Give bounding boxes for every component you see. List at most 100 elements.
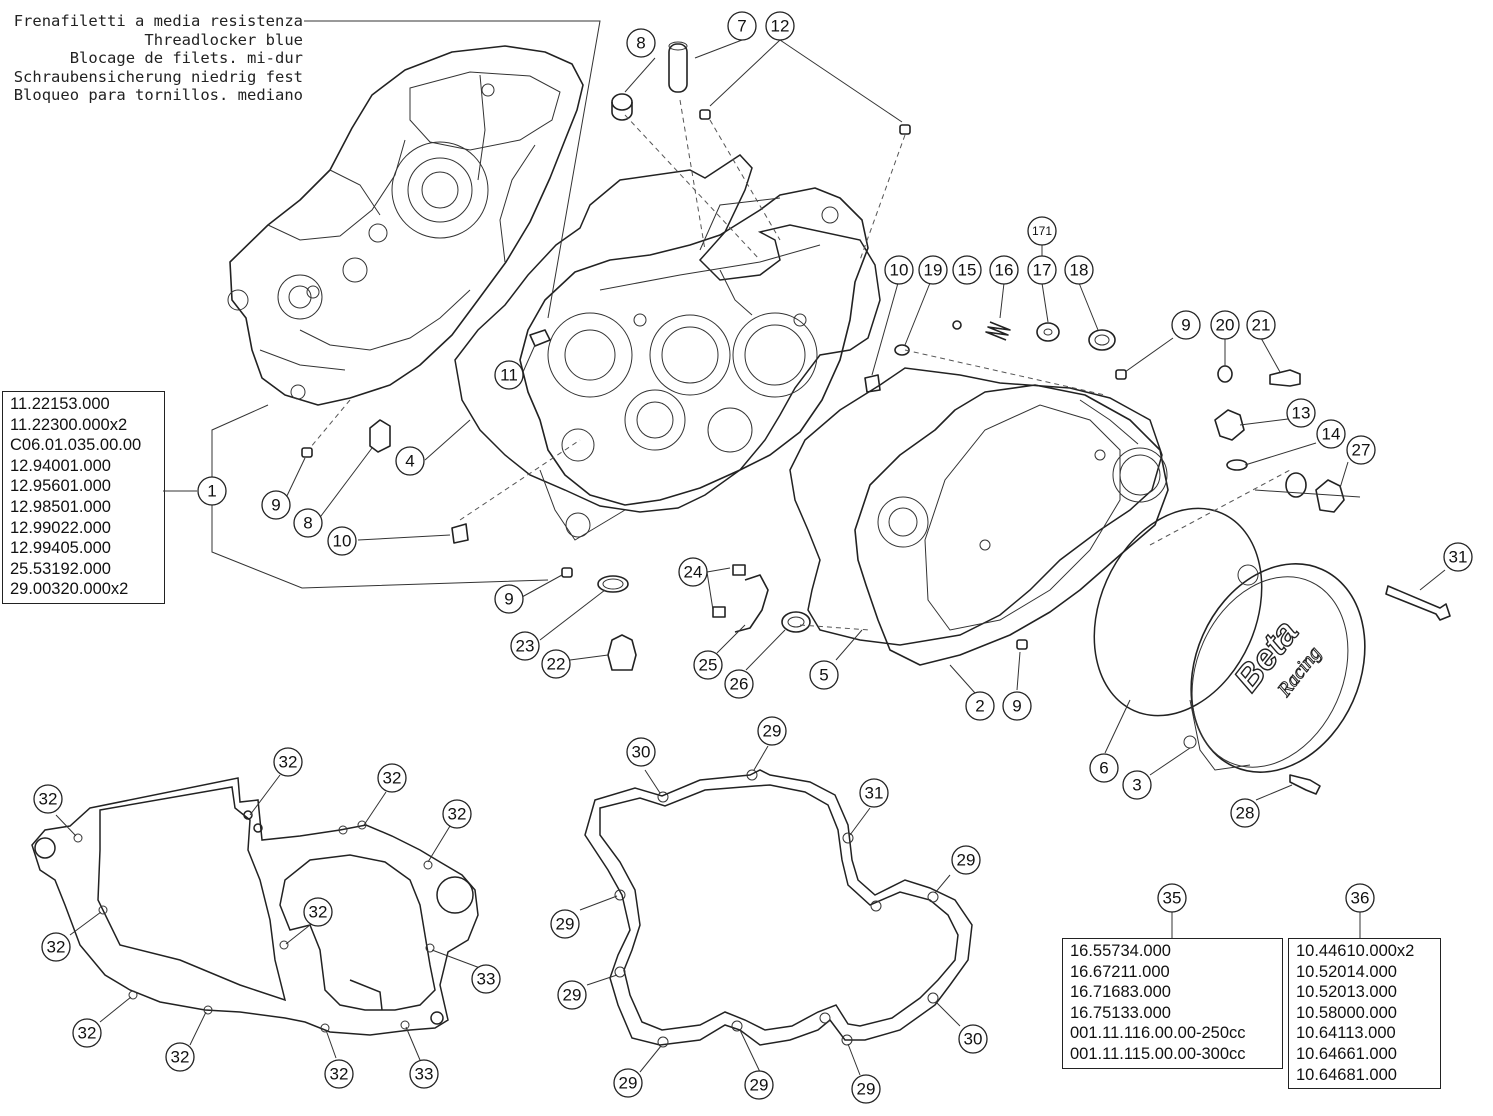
note-line-en: Threadlocker blue <box>144 30 303 49</box>
callout-8-top: 8 <box>626 28 656 58</box>
svg-text:9: 9 <box>1012 697 1021 716</box>
svg-text:6: 6 <box>1099 759 1108 778</box>
svg-text:29: 29 <box>563 986 582 1005</box>
svg-text:32: 32 <box>309 903 328 922</box>
kit-35-code: 001.11.115.00.00-300cc <box>1070 1044 1246 1063</box>
svg-text:23: 23 <box>516 637 535 656</box>
callout-26: 26 <box>724 669 754 699</box>
svg-text:16: 16 <box>995 261 1014 280</box>
callout-16: 16 <box>989 255 1019 285</box>
assembly-guide-lines <box>309 99 1291 631</box>
callout-29: 29 <box>744 1070 774 1100</box>
callout-32: 32 <box>72 1018 102 1048</box>
svg-text:32: 32 <box>279 753 298 772</box>
svg-text:32: 32 <box>171 1048 190 1067</box>
kit-1-code: 12.99405.000 <box>10 539 111 558</box>
callout-20: 20 <box>1210 310 1240 340</box>
clutch-cover-gasket-outline <box>789 367 1163 646</box>
svg-text:22: 22 <box>547 655 566 674</box>
clutch-cover <box>854 384 1169 666</box>
svg-text:20: 20 <box>1216 316 1235 335</box>
kit-35-code: 16.55734.000 <box>1070 942 1171 960</box>
svg-text:14: 14 <box>1322 425 1341 444</box>
callout-11: 11 <box>494 360 524 390</box>
svg-text:32: 32 <box>330 1065 349 1084</box>
kit-1-code: 12.95601.000 <box>10 477 111 496</box>
callout-35: 35 <box>1157 883 1187 913</box>
base-gasket-flat <box>31 774 481 1061</box>
svg-text:21: 21 <box>1252 316 1271 335</box>
svg-text:32: 32 <box>39 790 58 809</box>
callout-32: 32 <box>33 784 63 814</box>
svg-text:1: 1 <box>207 482 216 501</box>
svg-text:18: 18 <box>1070 261 1089 280</box>
callout-32: 32 <box>324 1059 354 1089</box>
svg-text:19: 19 <box>924 261 943 280</box>
callout-31-gasket: 31 <box>859 778 889 808</box>
callout-29: 29 <box>757 716 787 746</box>
kit-1-code: 29.00320.000x2 <box>10 580 129 599</box>
callout-33: 33 <box>471 964 501 994</box>
svg-text:29: 29 <box>957 851 976 870</box>
callout-32: 32 <box>273 747 303 777</box>
callout-14: 14 <box>1316 419 1346 449</box>
outer-clutch-cover: Beta Racing <box>1183 563 1366 773</box>
callout-19: 19 <box>918 255 948 285</box>
beta-racing-logo: Beta Racing <box>1225 611 1326 702</box>
callout-9-right: 9 <box>1171 310 1201 340</box>
svg-text:2: 2 <box>975 697 984 716</box>
kit-1-code: 12.99022.000 <box>10 518 111 537</box>
callout-32: 32 <box>377 763 407 793</box>
svg-text:29: 29 <box>857 1080 876 1099</box>
callout-1: 1 <box>197 476 227 506</box>
callout-32: 32 <box>442 799 472 829</box>
svg-text:33: 33 <box>477 970 496 989</box>
callout-8-bottom: 8 <box>293 508 323 538</box>
svg-text:29: 29 <box>750 1076 769 1095</box>
base-gasket-outline <box>454 154 881 513</box>
callout-29: 29 <box>550 909 580 939</box>
svg-text:9: 9 <box>504 590 513 609</box>
callout-24: 24 <box>678 557 708 587</box>
svg-text:31: 31 <box>865 784 884 803</box>
callout-28: 28 <box>1230 798 1260 828</box>
kit-35-code: 001.11.116.00.00-250cc <box>1070 1024 1246 1043</box>
svg-text:5: 5 <box>819 666 828 685</box>
callout-10-lower: 10 <box>327 526 357 556</box>
kit-36-code: 10.52014.000 <box>1296 962 1397 981</box>
svg-text:13: 13 <box>1292 404 1311 423</box>
callout-29: 29 <box>613 1068 643 1098</box>
svg-text:32: 32 <box>47 938 66 957</box>
right-crankcase-half <box>519 187 869 541</box>
kit-36-code: 10.64681.000 <box>1296 1065 1397 1084</box>
callout-32: 32 <box>165 1042 195 1072</box>
svg-text:4: 4 <box>405 452 414 471</box>
clutch-cover-o-ring <box>1093 507 1263 717</box>
svg-text:11: 11 <box>500 366 518 385</box>
kit-1-code: 12.98501.000 <box>10 497 111 516</box>
callout-7: 7 <box>727 11 757 41</box>
note-line-es: Bloqueo para tornillos. mediano <box>13 86 303 105</box>
kit-35-code-list: 16.55734.000 16.67211.000 16.71683.000 1… <box>1062 938 1283 1069</box>
callout-29: 29 <box>951 845 981 875</box>
note-line-it: Frenafiletti a media resistenza <box>13 12 303 30</box>
kit-36-code: 10.44610.000x2 <box>1296 942 1415 960</box>
callout-9-crankcase: 9 <box>494 584 524 614</box>
callout-10-upper: 10 <box>884 255 914 285</box>
clutch-cover-gasket-flat <box>579 745 973 1076</box>
svg-text:8: 8 <box>303 514 312 533</box>
callout-2: 2 <box>965 691 995 721</box>
callout-23: 23 <box>510 631 540 661</box>
note-line-fr: Blocage de filets. mi-dur <box>69 49 303 68</box>
svg-text:29: 29 <box>619 1074 638 1093</box>
svg-text:26: 26 <box>730 675 749 694</box>
kit-1-code: 25.53192.000 <box>10 559 111 578</box>
svg-text:10: 10 <box>890 261 909 280</box>
callout-36: 36 <box>1345 883 1375 913</box>
callout-30: 30 <box>626 737 656 767</box>
callout-18: 18 <box>1064 255 1094 285</box>
callout-32: 32 <box>41 932 71 962</box>
kit-35-code: 16.71683.000 <box>1070 983 1171 1002</box>
svg-text:8: 8 <box>636 34 645 53</box>
kit-36-code: 10.52013.000 <box>1296 983 1397 1002</box>
